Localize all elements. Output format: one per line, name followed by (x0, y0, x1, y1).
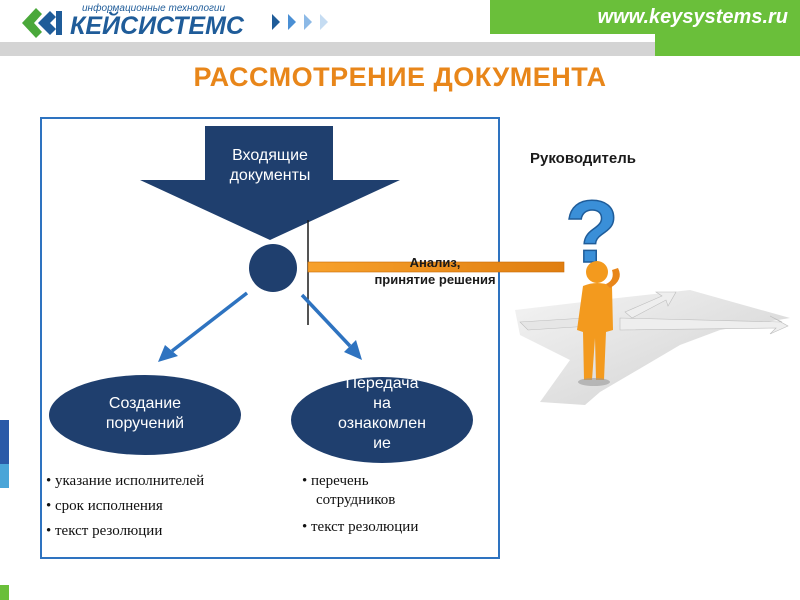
node-transfer (291, 377, 473, 463)
road-arrow-right (619, 315, 789, 335)
header-gray-bar (0, 42, 655, 56)
analysis-line-1: Анализ, (409, 255, 461, 270)
arrow-head-transfer-icon (344, 340, 362, 360)
road-arrow-up (624, 291, 677, 319)
incoming-documents-label: Входящие документы (204, 146, 336, 186)
arrow-head-create-icon (158, 345, 178, 362)
diagram-frame (40, 117, 500, 559)
left-accent-stripe-light (0, 464, 9, 488)
logo-tagline: информационные технологии (82, 3, 226, 14)
analysis-connector (307, 261, 565, 273)
transfer-line-2: на (373, 395, 391, 412)
logo-name: КЕЙСИСТЕМС (70, 12, 244, 40)
left-accent-stripe (0, 420, 9, 464)
bullet-item-continued: сотрудников (316, 492, 396, 508)
manager-label: Руководитель (530, 150, 636, 167)
create-line-1: Создание (108, 395, 182, 412)
manager-figure-icon (577, 261, 620, 386)
analysis-label: Анализ, принятие решения (330, 254, 540, 288)
chevrons-icon (272, 14, 328, 30)
left-accent-stripe-green (0, 585, 9, 600)
logo-mark-icon (22, 8, 62, 38)
bullet-item: • срок исполнения (46, 498, 163, 514)
transfer-line-3: ознакомлен (338, 415, 426, 432)
incoming-line-1: Входящие (232, 147, 308, 164)
incoming-line-2: документы (229, 167, 311, 184)
bullet-item: • перечень (302, 473, 369, 489)
page-title: РАССМОТРЕНИЕ ДОКУМЕНТА (193, 62, 607, 92)
incoming-arrow (140, 126, 400, 240)
website-url[interactable]: www.keysystems.ru (597, 6, 788, 28)
header-green-band (490, 0, 800, 34)
arrow-to-create (170, 291, 249, 353)
header-green-bar (655, 34, 800, 56)
hub-circle (249, 244, 297, 292)
bullets-right: • перечень сотрудников • текст резолюции (302, 472, 502, 543)
create-assignments-label: Создание поручений (50, 394, 240, 434)
transfer-line-1: Передача (345, 375, 419, 392)
bullet-item: • текст резолюции (302, 519, 419, 535)
transfer-line-4: ие (373, 435, 391, 452)
bullets-left: • указание исполнителей • срок исполнени… (46, 472, 276, 547)
bullet-item: • указание исполнителей (46, 473, 205, 489)
analysis-line-2: принятие решения (374, 272, 496, 287)
bullet-item: • текст резолюции (46, 523, 163, 539)
create-line-2: поручений (105, 415, 185, 432)
arrow-to-transfer (300, 293, 352, 348)
transfer-label: Передача на ознакомлен ие (296, 374, 468, 460)
node-create (49, 375, 241, 455)
